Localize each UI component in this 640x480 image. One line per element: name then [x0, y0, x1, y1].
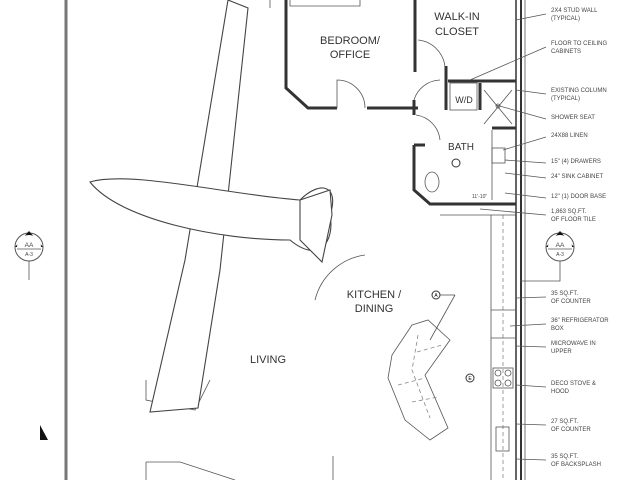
annotation-text: 15" (4) DRAWERS [551, 159, 601, 165]
annotation-text: 12" (1) DOOR BASE [551, 194, 606, 200]
elevation-tag-a: A [429, 290, 456, 341]
airplane-model [89, 0, 334, 413]
room-label-kitchen: KITCHEN / [347, 289, 402, 301]
annotation-text: UPPER [551, 349, 572, 355]
bed [289, 0, 361, 7]
annotation-text: (TYPICAL) [551, 96, 580, 102]
annotation-text: 24X88 LINEN [551, 133, 588, 139]
svg-text:AA: AA [556, 242, 565, 249]
annotation-text: HOOD [551, 389, 570, 395]
annotation-leader [515, 458, 547, 461]
annotation-text: EXISTING COLUMN [551, 88, 607, 94]
annotation-leader [504, 172, 547, 179]
svg-text:A: A [434, 293, 438, 299]
room-label-living: LIVING [250, 354, 286, 366]
bedroom-walls [284, 0, 446, 115]
bath-dimension: 11'-10" [472, 194, 487, 200]
elevation-tag-e: E [465, 373, 475, 383]
annotation-leader [504, 192, 547, 199]
room-label-wd: W/D [455, 95, 473, 105]
annotation-text: OF COUNTER [551, 299, 591, 305]
annotation-text: OF FLOOR TILE [551, 217, 596, 223]
annotation-text: DECO STOVE & [551, 381, 596, 387]
annotation-text: 24" SINK CABINET [551, 174, 603, 180]
annotation-leader [515, 384, 547, 388]
laundry-and-shower [413, 66, 516, 141]
annotation-leader [515, 423, 547, 426]
annotation-text: OF COUNTER [551, 427, 591, 433]
annotation-leader [502, 136, 547, 151]
annotation-text: SHOWER SEAT [551, 115, 595, 121]
stove [492, 367, 514, 389]
annotation-leader [495, 104, 547, 120]
room-label-bedroom-2: OFFICE [330, 49, 370, 61]
section-marker-right: AA A-3 [520, 231, 575, 282]
annotation-leader [504, 159, 547, 164]
annotation-text: 36" REFRIGERATOR [551, 318, 609, 324]
room-label-bath: BATH [448, 142, 474, 153]
annotation-text: OF BACKSPLASH [551, 462, 601, 468]
svg-text:A-3: A-3 [556, 252, 564, 258]
annotation-text: MICROWAVE IN [551, 341, 596, 347]
bathroom-walls [412, 130, 516, 206]
toilet [424, 171, 440, 193]
airplane-tail [299, 189, 333, 264]
svg-text:AA: AA [25, 242, 34, 249]
annotation-leader [515, 345, 547, 348]
svg-text:E: E [468, 376, 472, 382]
elevation-tag-bath [451, 158, 461, 168]
annotation-text: BOX [551, 326, 564, 332]
annotation-leader [469, 46, 547, 81]
annotation-text: 1,863 SQ.FT. [551, 209, 587, 215]
annotation-text: FLOOR TO CEILING [551, 41, 607, 47]
annotation-leader [479, 208, 547, 216]
annotation-list: 2X4 STUD WALL (TYPICAL) FLOOR TO CEILING CA… [469, 8, 609, 468]
room-label-closet-2: CLOSET [435, 26, 479, 38]
sink [491, 147, 506, 164]
room-label-bedroom: BEDROOM/ [320, 35, 381, 47]
annotation-leader [515, 296, 547, 299]
kitchen-island [387, 319, 451, 441]
room-label-closet: WALK-IN [434, 11, 479, 23]
room-label-kitchen-2: DINING [355, 303, 394, 315]
svg-text:A-3: A-3 [25, 252, 33, 258]
kitchen-sink [495, 426, 510, 452]
annotation-text: 2X4 STUD WALL [551, 8, 598, 14]
kitchen-cabinets [490, 215, 516, 480]
annotation-text: CABINETS [551, 49, 581, 55]
annotation-text: (TYPICAL) [551, 16, 580, 22]
section-marker-left: AA A-3 [14, 231, 48, 440]
washer-dryer [449, 82, 478, 111]
annotation-text: 35 SQ.FT. [551, 454, 578, 460]
annotation-leader [515, 13, 547, 21]
annotation-text: 27 SQ.FT. [551, 419, 578, 425]
annotation-leader [515, 89, 547, 95]
annotation-text: 35 SQ.FT. [551, 291, 578, 297]
annotation-leader [509, 323, 547, 327]
